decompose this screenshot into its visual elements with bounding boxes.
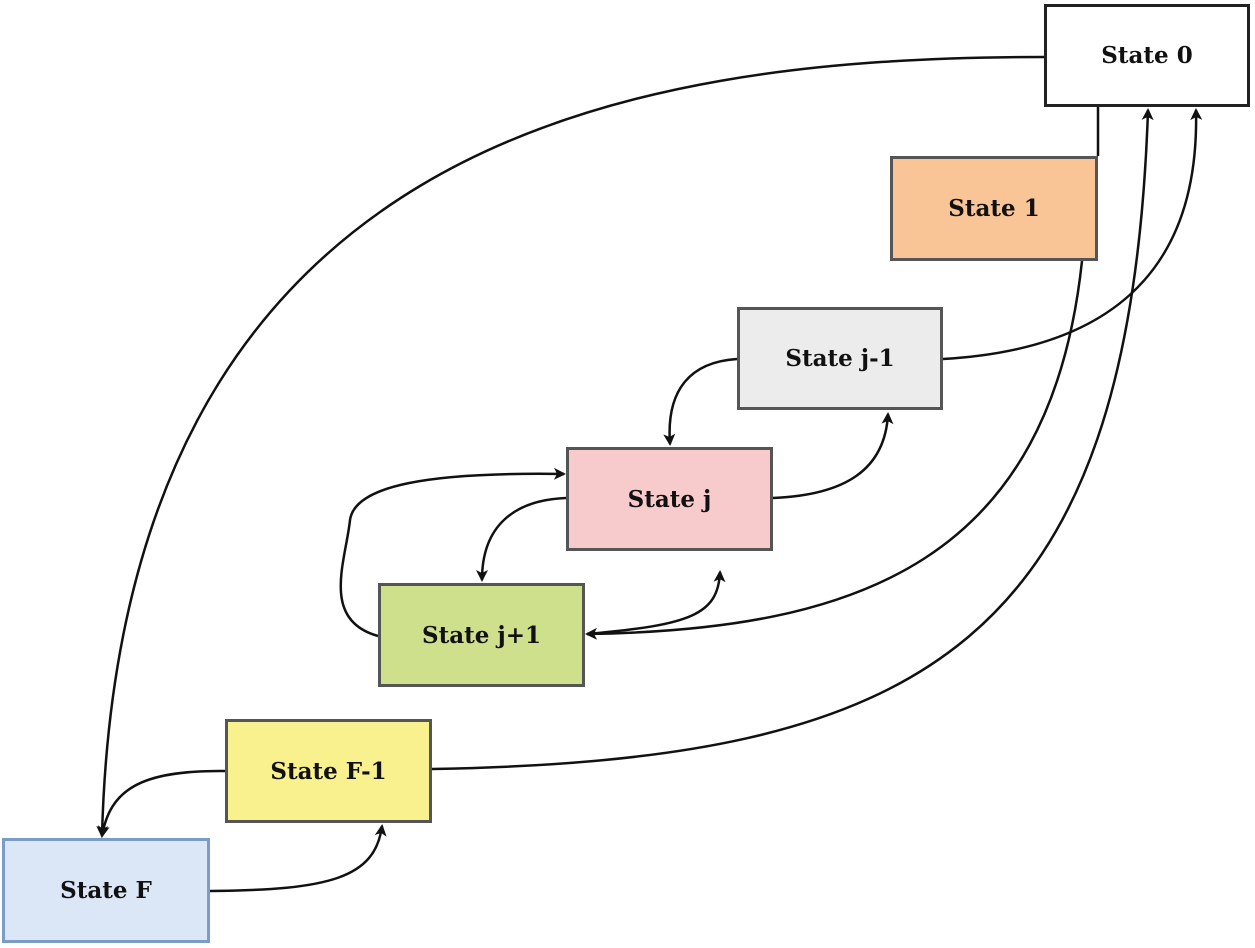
edge-s0-to-sjp1 xyxy=(587,107,1100,634)
state-j-minus-1-label: State j-1 xyxy=(785,345,895,372)
state-0-label: State 0 xyxy=(1101,42,1193,69)
edge-sf-to-sfm1 xyxy=(209,824,387,893)
edge-sjp1-to-sj-short xyxy=(586,570,726,636)
state-j-box: State j xyxy=(566,447,773,551)
edge-sfm1-to-sf xyxy=(97,769,226,838)
state-f-minus-1-box: State F-1 xyxy=(225,719,432,823)
edge-sjm1-to-sj xyxy=(663,357,738,446)
edge-sfm1-to-s0 xyxy=(431,108,1154,771)
state-j-label: State j xyxy=(627,485,712,513)
edge-sjm1-to-s0 xyxy=(942,108,1203,361)
state-0-box: State 0 xyxy=(1044,4,1250,107)
state-f-label: State F xyxy=(60,877,152,904)
state-1-label: State 1 xyxy=(948,195,1040,222)
state-j-plus-1-box: State j+1 xyxy=(378,583,585,687)
edge-sj-to-sjp1 xyxy=(476,496,567,582)
state-j-minus-1-box: State j-1 xyxy=(737,307,943,410)
state-j-plus-1-label: State j+1 xyxy=(422,621,541,649)
state-1-box: State 1 xyxy=(890,156,1098,261)
edge-s0-to-sf xyxy=(96,55,1045,838)
state-f-minus-1-label: State F-1 xyxy=(270,757,387,785)
edge-sj-to-sjm1 xyxy=(772,412,894,500)
state-f-box: State F xyxy=(2,838,210,943)
edge-sjp1-to-sj xyxy=(339,467,566,638)
